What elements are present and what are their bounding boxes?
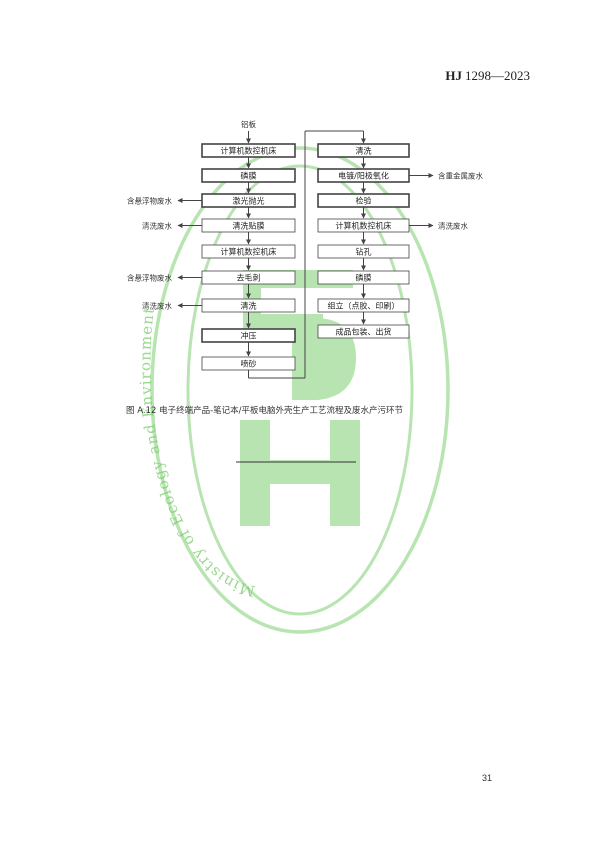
left-step-4: 清洗贴膜: [201, 218, 296, 233]
left-step-8: 冲压: [201, 328, 296, 343]
right-step-6: 磷膜: [317, 270, 410, 285]
left-step-6: 去毛刺: [201, 270, 296, 285]
left-step-3-label: 激光抛光: [233, 196, 265, 206]
left-step-5-label: 计算机数控机床: [221, 247, 277, 257]
left-output-3: 含悬浮物废水: [127, 273, 172, 283]
left-step-3: 激光抛光: [201, 193, 296, 208]
left-step-7-label: 清洗: [241, 301, 257, 311]
left-step-9: 喷砂: [201, 356, 296, 371]
left-step-1-label: 计算机数控机床: [221, 146, 277, 156]
right-step-4: 计算机数控机床: [317, 218, 410, 233]
right-step-1-label: 清洗: [356, 146, 372, 156]
standard-code: HJ: [445, 68, 462, 83]
figure-caption: 图 A.12 电子终端产品-笔记本/平板电脑外壳生产工艺流程及废水产污环节: [126, 406, 404, 416]
left-step-8-label: 冲压: [241, 331, 257, 341]
right-step-5: 钻孔: [317, 244, 410, 259]
page-number: 31: [482, 773, 493, 783]
right-output-2: 清洗废水: [438, 221, 468, 231]
left-step-1: 计算机数控机床: [201, 143, 296, 158]
right-step-3: 检验: [317, 193, 410, 208]
right-step-2-label: 电镀/阳极氧化: [338, 171, 389, 181]
left-step-5: 计算机数控机床: [201, 244, 296, 259]
left-step-7: 清洗: [201, 298, 296, 313]
left-step-2: 磷膜: [201, 168, 296, 183]
left-step-9-label: 喷砂: [241, 359, 257, 369]
left-step-4-label: 清洗贴膜: [233, 221, 265, 231]
right-step-3-label: 检验: [356, 196, 372, 206]
right-step-4-label: 计算机数控机床: [336, 221, 392, 231]
right-step-5-label: 钻孔: [356, 247, 372, 257]
standard-number: 1298—2023: [465, 68, 530, 83]
right-step-8-label: 成品包装、出货: [336, 327, 392, 337]
left-output-4: 清洗废水: [142, 301, 172, 311]
right-output-1: 含重金属废水: [438, 171, 483, 181]
right-step-6-label: 磷膜: [356, 273, 372, 283]
left-output-1: 含悬浮物废水: [127, 196, 172, 206]
right-step-7-label: 组立（点胶、印刷）: [328, 301, 400, 311]
right-step-7: 组立（点胶、印刷）: [317, 298, 410, 313]
right-step-8: 成品包装、出货: [317, 324, 410, 339]
start-material-label: 铝板: [241, 119, 256, 129]
left-step-2-label: 磷膜: [241, 171, 257, 181]
right-step-1: 清洗: [317, 143, 410, 158]
right-step-2: 电镀/阳极氧化: [317, 168, 410, 183]
left-step-6-label: 去毛刺: [237, 273, 261, 283]
left-output-2: 清洗废水: [142, 221, 172, 231]
